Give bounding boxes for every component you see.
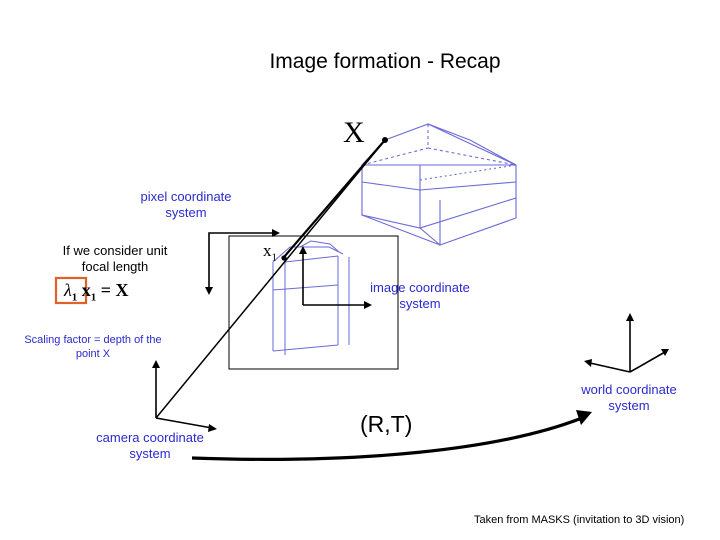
image-point-subscript: 1 [271,251,278,264]
focal-length-note: If we consider unit focal length [45,243,185,276]
image-coord-line2: system [399,296,441,312]
equation-rhs: = X [100,280,129,300]
equation-x: x [81,280,91,300]
transform-arrow [191,410,592,461]
camera-coord-axes [152,360,217,432]
image-point-label: x1 [263,240,277,265]
pixel-coord-line1: pixel coordinate [140,189,232,204]
focal-line2: focal length [81,259,149,275]
scaling-line1: Scaling factor = depth of the [24,334,162,346]
projection-ray-thick [283,139,386,258]
projection-ray [155,139,386,419]
scaling-line2: point X [75,347,111,360]
equation-x-subscript: 1 [90,291,97,304]
world-coord-line1: world coordinate [581,382,677,397]
image-coord-label: image coordinate system [352,280,488,313]
world-coord-axes [584,313,669,373]
camera-coord-line2: system [129,446,171,462]
projected-house [272,240,350,355]
credit-note: Taken from MASKS (invitation to 3D visio… [474,514,685,526]
pixel-coord-axes [205,229,280,295]
pixel-coord-label: pixel coordinate system [120,189,252,222]
equation-lambda-subscript: 1 [71,291,78,304]
focal-line1: If we consider unit [62,243,168,258]
world-point-dot [382,137,388,143]
pixel-coord-line2: system [165,205,207,221]
projection-equation: λ1 x1 = X [64,279,129,305]
world-point-label: X [343,116,365,149]
image-coord-line1: image coordinate [370,280,470,295]
world-coord-label: world coordinate system [562,382,696,415]
world-coord-line2: system [608,398,650,414]
lambda-highlight-box [54,276,88,305]
equation-lambda: λ [64,280,72,300]
camera-coord-line1: camera coordinate [96,430,204,445]
page-title: Image formation - Recap [269,50,501,73]
scaling-factor-note: Scaling factor = depth of the point X [8,334,178,362]
image-coord-axes [299,246,372,309]
transform-label: (R,T) [360,411,413,437]
camera-coord-label: camera coordinate system [80,430,220,463]
image-plane [228,235,399,370]
house-wireframe [360,123,517,246]
image-point-dot [281,255,287,261]
image-point-symbol: x [263,241,272,260]
